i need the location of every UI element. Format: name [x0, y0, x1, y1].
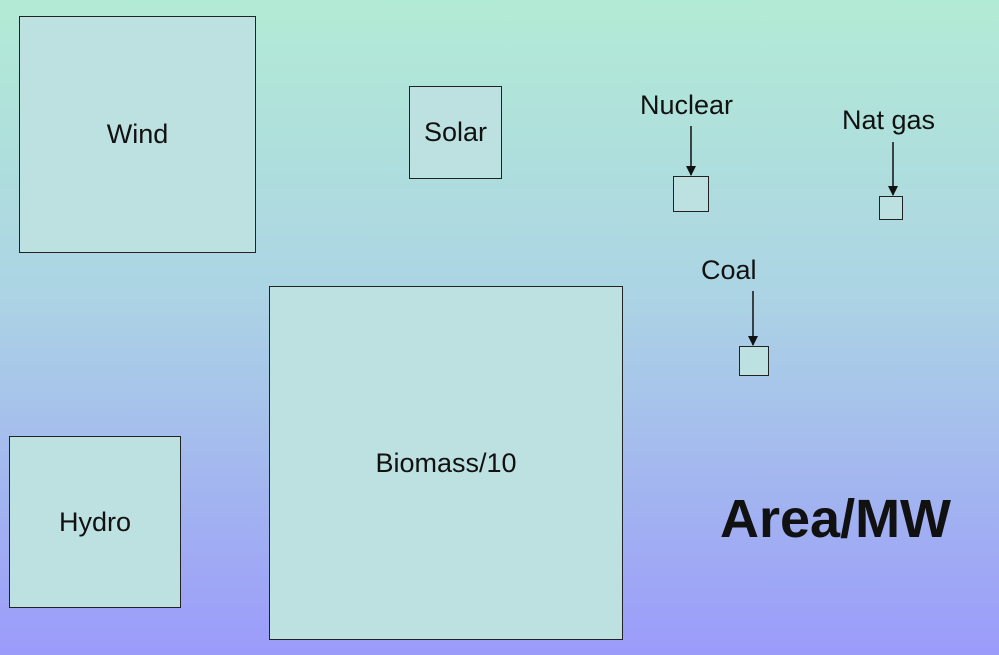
- nuclear-box: [673, 176, 709, 212]
- natgas-label: Nat gas: [842, 105, 936, 135]
- hydro-label: Hydro: [58, 506, 132, 537]
- natgas-box: [879, 196, 903, 220]
- wind-label: Wind: [106, 119, 169, 149]
- wind-box: Wind: [19, 16, 256, 253]
- coal-box: [739, 346, 769, 376]
- biomass-label: Biomass/10: [375, 447, 517, 478]
- solar-box: Solar: [409, 86, 502, 179]
- biomass-box: Biomass/10: [269, 286, 623, 640]
- hydro-box: Hydro: [9, 436, 181, 608]
- solar-label: Solar: [423, 117, 488, 147]
- diagram-title: Area/MW: [720, 489, 952, 549]
- nuclear-label: Nuclear: [640, 90, 734, 120]
- coal-label: Coal: [701, 255, 757, 285]
